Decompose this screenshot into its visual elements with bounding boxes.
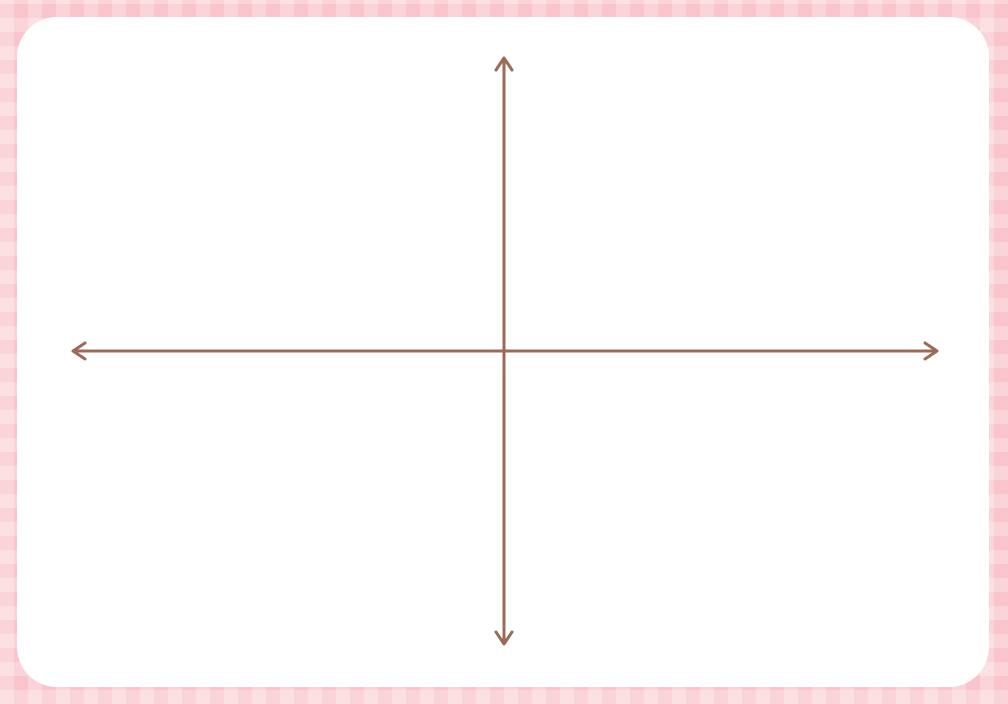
x-axis-left-arrowhead [71,341,87,361]
y-axis-bottom-arrowhead [494,630,514,646]
vertical-axis [494,56,514,646]
y-axis-top-arrowhead [494,56,514,72]
whiteboard [17,17,989,687]
x-axis-right-arrowhead [923,341,939,361]
coordinate-axes [71,56,939,646]
